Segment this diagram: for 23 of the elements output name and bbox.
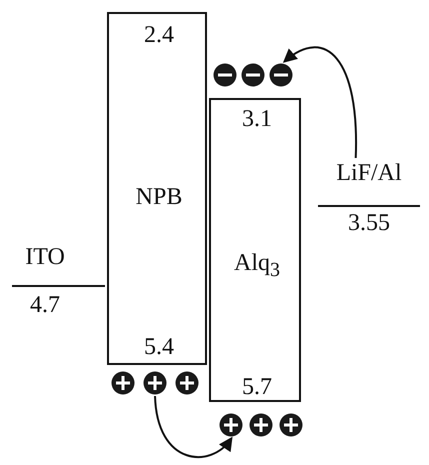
material-label: NPB	[136, 184, 182, 210]
energy-value: 3.1	[242, 106, 272, 132]
energy-value: 3.55	[348, 210, 390, 236]
energy-value: 2.4	[144, 22, 174, 48]
electrode-label: LiF/Al	[336, 160, 402, 186]
hole-icon	[219, 413, 243, 437]
energy-value: 5.7	[242, 374, 272, 400]
arrow	[154, 396, 233, 458]
energy-level-box	[107, 12, 207, 365]
hole-icon	[143, 371, 167, 395]
hole-icon	[249, 413, 273, 437]
hole-icon	[279, 413, 303, 437]
electron-icon	[213, 63, 237, 87]
electron-icon	[269, 63, 293, 87]
energy-value: 5.4	[144, 334, 174, 360]
electron-icon	[241, 63, 265, 87]
hole-icon	[111, 371, 135, 395]
energy-value: 4.7	[30, 292, 60, 318]
arrow	[282, 46, 357, 158]
energy-level-box	[209, 98, 301, 402]
electrode-label: ITO	[25, 244, 65, 270]
hole-icon	[175, 371, 199, 395]
material-label: Alq$_{3}$	[234, 250, 280, 283]
